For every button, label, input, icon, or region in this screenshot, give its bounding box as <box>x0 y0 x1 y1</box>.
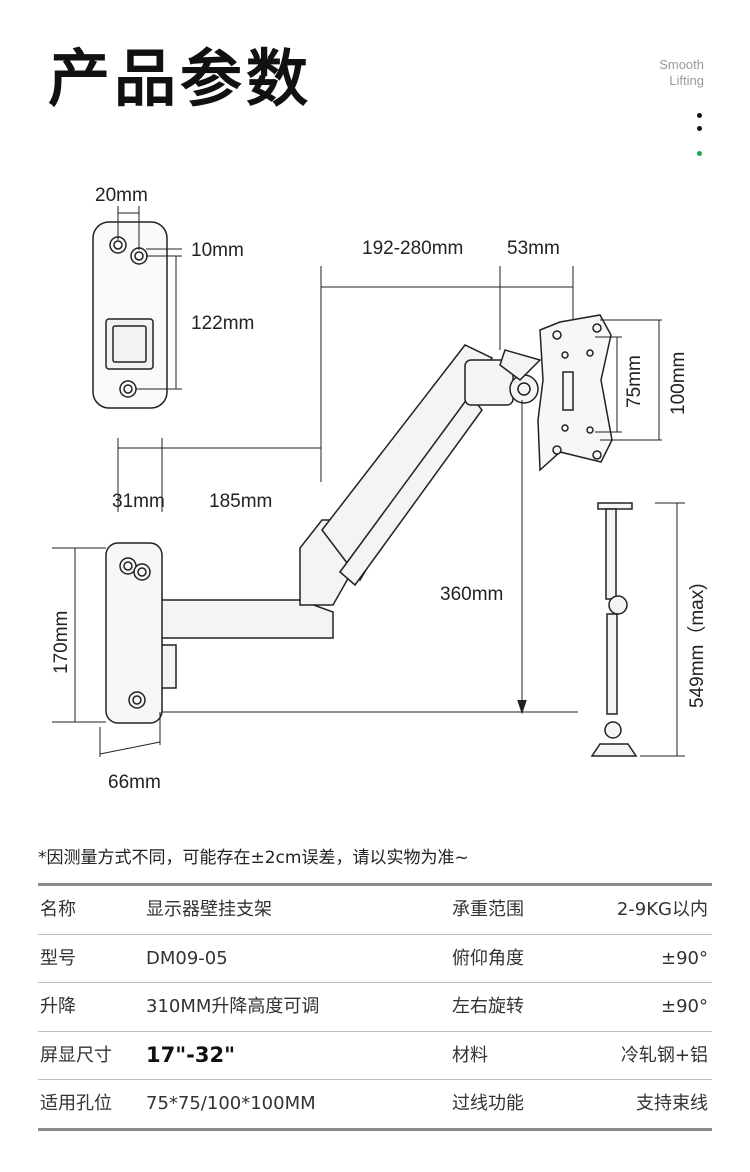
brand-line-2: Lifting <box>669 73 704 88</box>
mounting-plate-drawing <box>92 221 168 409</box>
spec-row: 升降 310MM升降高度可调 左右旋转 ±90° <box>38 983 712 1032</box>
spec-key: 俯仰角度 <box>452 947 524 969</box>
spec-table: 名称 显示器壁挂支架 承重范围 2-9KG以内 型号 DM09-05 俯仰角度 … <box>38 883 712 1131</box>
page-title: 产品参数 <box>48 42 313 115</box>
spec-row: 名称 显示器壁挂支架 承重范围 2-9KG以内 <box>38 886 712 935</box>
spec-value: 支持束线 <box>636 1093 708 1115</box>
spec-key: 适用孔位 <box>40 1093 112 1115</box>
spec-value: DM09-05 <box>146 947 228 969</box>
decor-dot-1 <box>697 113 702 118</box>
dim-plate-hole-spacing: 20mm <box>95 185 148 206</box>
dim-height-range: 360mm <box>440 584 503 605</box>
product-dimension-diagram: 20mm 10mm 122mm 192-280mm 53mm 75mm 100m… <box>51 185 708 793</box>
dim-arm-reach: 192-280mm <box>362 238 463 259</box>
dim-arm-segment: 185mm <box>209 491 272 512</box>
spec-key: 材料 <box>452 1044 488 1066</box>
dim-mount-depth: 31mm <box>112 491 165 512</box>
spec-key: 承重范围 <box>452 899 524 920</box>
gas-spring-arm-drawing <box>121 344 542 689</box>
spec-key: 过线功能 <box>452 1093 524 1115</box>
vesa-plate-drawing <box>537 314 613 472</box>
measurement-note: *因测量方式不同，可能存在±2cm误差，请以实物为准~ <box>38 848 469 868</box>
spec-value: 2-9KG以内 <box>616 899 708 920</box>
spec-key: 屏显尺寸 <box>40 1044 112 1066</box>
spec-key: 升降 <box>40 996 76 1018</box>
spec-key: 名称 <box>40 899 76 920</box>
spec-value: ±90° <box>661 947 708 969</box>
brand-tagline: Smooth Lifting <box>659 57 704 89</box>
dim-vesa-offset: 53mm <box>507 238 560 259</box>
spec-value: 显示器壁挂支架 <box>146 899 272 920</box>
side-view-drawing <box>590 502 638 757</box>
decor-dot-3 <box>697 151 702 156</box>
dim-max-height: 549mm（max) <box>686 583 708 708</box>
spec-value: 310MM升降高度可调 <box>146 996 320 1018</box>
spec-row: 适用孔位 75*75/100*100MM 过线功能 支持束线 <box>38 1080 712 1128</box>
dim-vesa-large: 100mm <box>668 352 689 415</box>
spec-value: ±90° <box>661 996 708 1018</box>
spec-row: 型号 DM09-05 俯仰角度 ±90° <box>38 935 712 984</box>
dim-plate-hole-offset: 10mm <box>191 240 244 261</box>
dim-wall-plate-height: 170mm <box>51 611 72 674</box>
spec-key: 型号 <box>40 947 76 969</box>
spec-value: 冷轧钢+铝 <box>620 1044 708 1066</box>
spec-row: 屏显尺寸 17"-32" 材料 冷轧钢+铝 <box>38 1032 712 1081</box>
brand-line-1: Smooth <box>659 57 704 72</box>
decor-dot-2 <box>697 126 702 131</box>
spec-key: 左右旋转 <box>452 996 524 1018</box>
wall-plate-drawing <box>105 542 163 724</box>
spec-value: 17"-32" <box>146 1042 236 1067</box>
spec-value: 75*75/100*100MM <box>146 1093 316 1115</box>
dim-vesa-small: 75mm <box>624 355 645 408</box>
dim-wall-plate-width: 66mm <box>108 772 161 793</box>
dim-plate-height: 122mm <box>191 313 254 334</box>
